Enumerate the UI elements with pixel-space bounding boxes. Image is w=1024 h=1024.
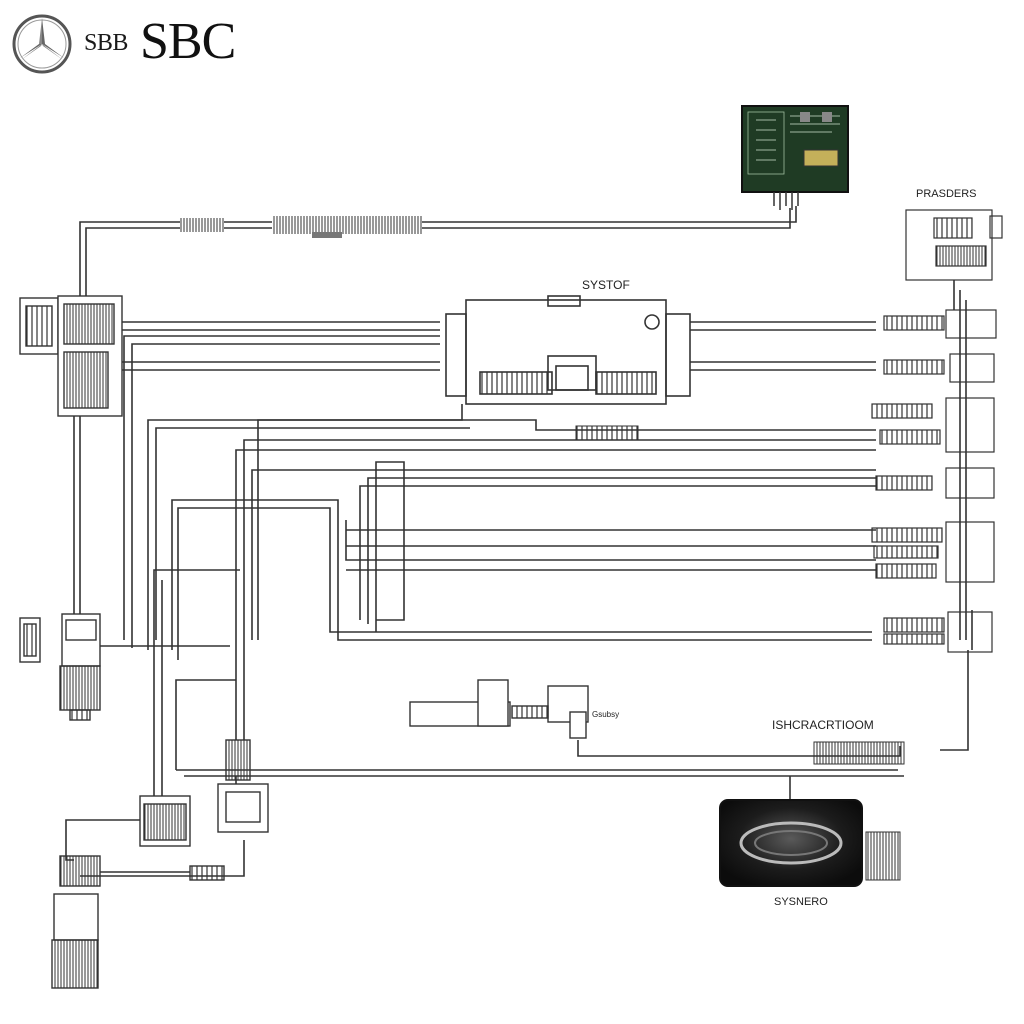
central-ecu-module [445,295,691,405]
middle-plug-assembly [409,679,589,739]
inline-connector [575,425,639,441]
coil-segment [180,216,422,238]
three-pointed-star-icon [12,14,72,74]
brand-prefix: SBB [84,30,128,56]
pcb-control-module [741,105,849,210]
instrument-display [719,799,901,887]
left-relay-block [19,613,101,721]
wire-harness [65,206,973,877]
middle-plug-label: Gsubsy [592,710,620,719]
top-right-panel-label: PRASDERS [916,188,977,200]
bottom-right-connector-label: ISHCRACRTIOOM [772,718,874,732]
left-connector-stack [19,295,123,417]
right-connector-bank [871,209,1003,653]
brand-title: SBC [140,13,236,70]
coil-connector [813,741,905,765]
bottom-left-sensor [51,739,269,989]
display-label: SYSNERO [774,896,828,908]
central-module-label: SYSTOF [582,278,630,292]
